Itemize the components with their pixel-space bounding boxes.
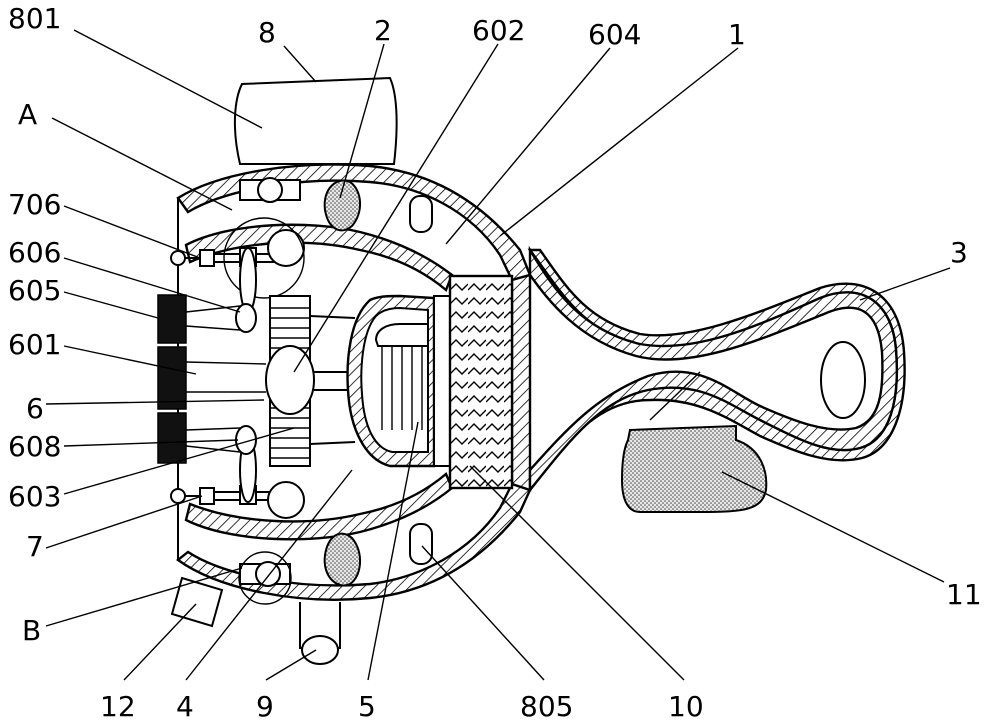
label-B: B [22, 614, 41, 647]
bottom-knob [299, 602, 341, 665]
reference-labels: 801 8 2 602 604 1 A 706 606 605 601 6 60… [8, 2, 982, 723]
label-603: 603 [8, 480, 61, 513]
gear-assembly [265, 295, 356, 467]
leader-lines [45, 29, 951, 681]
key-stack [157, 294, 187, 464]
top-roller [239, 177, 301, 203]
top-handle [233, 76, 398, 165]
top-dotted-pad [323, 179, 361, 232]
bottom-slot [409, 523, 433, 565]
label-2: 2 [374, 14, 392, 47]
label-1: 1 [728, 18, 746, 51]
label-801: 801 [8, 2, 61, 35]
label-5: 5 [358, 690, 376, 723]
label-6: 6 [26, 392, 44, 425]
label-4: 4 [176, 690, 194, 723]
label-3: 3 [950, 236, 968, 269]
label-608: 608 [8, 430, 61, 463]
label-805: 805 [520, 690, 573, 723]
label-605: 605 [8, 274, 61, 307]
label-8: 8 [258, 16, 276, 49]
top-slot [409, 195, 433, 233]
label-12: 12 [100, 690, 136, 723]
label-9: 9 [256, 690, 274, 723]
label-10: 10 [668, 690, 704, 723]
upper-switch-assembly [170, 217, 305, 313]
label-604: 604 [588, 18, 641, 51]
label-706: 706 [8, 188, 61, 221]
label-11: 11 [946, 578, 982, 611]
battery-block [448, 274, 514, 490]
label-7: 7 [26, 530, 44, 563]
key-rods [185, 303, 267, 455]
bottom-tab [170, 576, 224, 628]
handle-neck [527, 245, 906, 494]
label-606: 606 [8, 236, 61, 269]
label-601: 601 [8, 328, 61, 361]
grip-pad [620, 424, 768, 513]
label-A: A [18, 98, 37, 131]
bottom-roller [238, 551, 292, 605]
bottom-dotted-pad [323, 532, 361, 587]
label-602: 602 [472, 14, 525, 47]
brush-head [346, 294, 451, 468]
